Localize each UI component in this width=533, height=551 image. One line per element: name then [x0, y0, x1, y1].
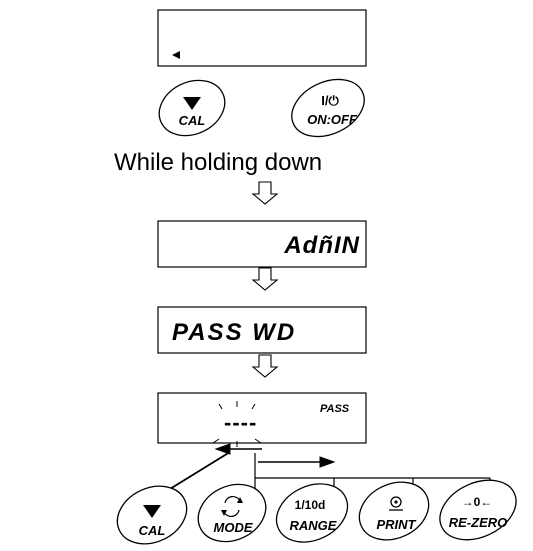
mode-button-label: MODE: [214, 520, 253, 535]
right-arrow-icon: [319, 456, 336, 468]
down-arrow-icon: [251, 181, 279, 205]
password-prompt-text: PASS WD: [172, 319, 296, 346]
range-button-top: 1/10d: [295, 498, 326, 512]
down-arrow-icon: [251, 354, 279, 378]
admin-display: AdñIN: [157, 220, 367, 268]
cursor-arrows: [164, 443, 336, 493]
power-icon: I/⏻: [321, 93, 339, 108]
down-arrow-icon: [251, 267, 279, 291]
password-entry-display: PASS ----: [157, 392, 367, 447]
down-triangle-icon: [183, 97, 201, 110]
top-cal-label: CAL: [179, 113, 206, 128]
password-prompt-display: PASS WD: [157, 306, 367, 354]
top-display: [157, 9, 367, 67]
range-button-label: RANGE: [290, 518, 337, 533]
print-button-label: PRINT: [377, 517, 417, 532]
cal-button-label: CAL: [139, 523, 166, 538]
mode-button[interactable]: MODE: [189, 474, 275, 551]
print-button[interactable]: PRINT: [350, 471, 438, 550]
top-cal-button[interactable]: CAL: [150, 70, 234, 146]
admin-display-text: AdñIN: [283, 232, 360, 259]
range-button[interactable]: 1/10d RANGE: [267, 473, 357, 551]
pass-indicator: PASS: [320, 403, 350, 415]
blink-marks-icon: [212, 401, 262, 447]
rezero-button-label: RE-ZERO: [449, 515, 508, 530]
onoff-button[interactable]: I/⏻ ON:OFF: [283, 68, 374, 147]
cycle-icon: [221, 495, 243, 518]
entry-dashes: ----: [224, 410, 257, 435]
rezero-button-top: →0←: [462, 495, 493, 509]
display-pointer-icon: [172, 51, 180, 59]
print-symbol-icon: [389, 496, 403, 511]
down-triangle-icon: [143, 505, 161, 518]
onoff-label: ON:OFF: [307, 112, 358, 127]
left-arrow-icon: [214, 443, 231, 455]
instruction-text: While holding down: [114, 149, 322, 176]
cal-button[interactable]: CAL: [108, 475, 196, 551]
rezero-button[interactable]: →0← RE-ZERO: [430, 469, 525, 551]
